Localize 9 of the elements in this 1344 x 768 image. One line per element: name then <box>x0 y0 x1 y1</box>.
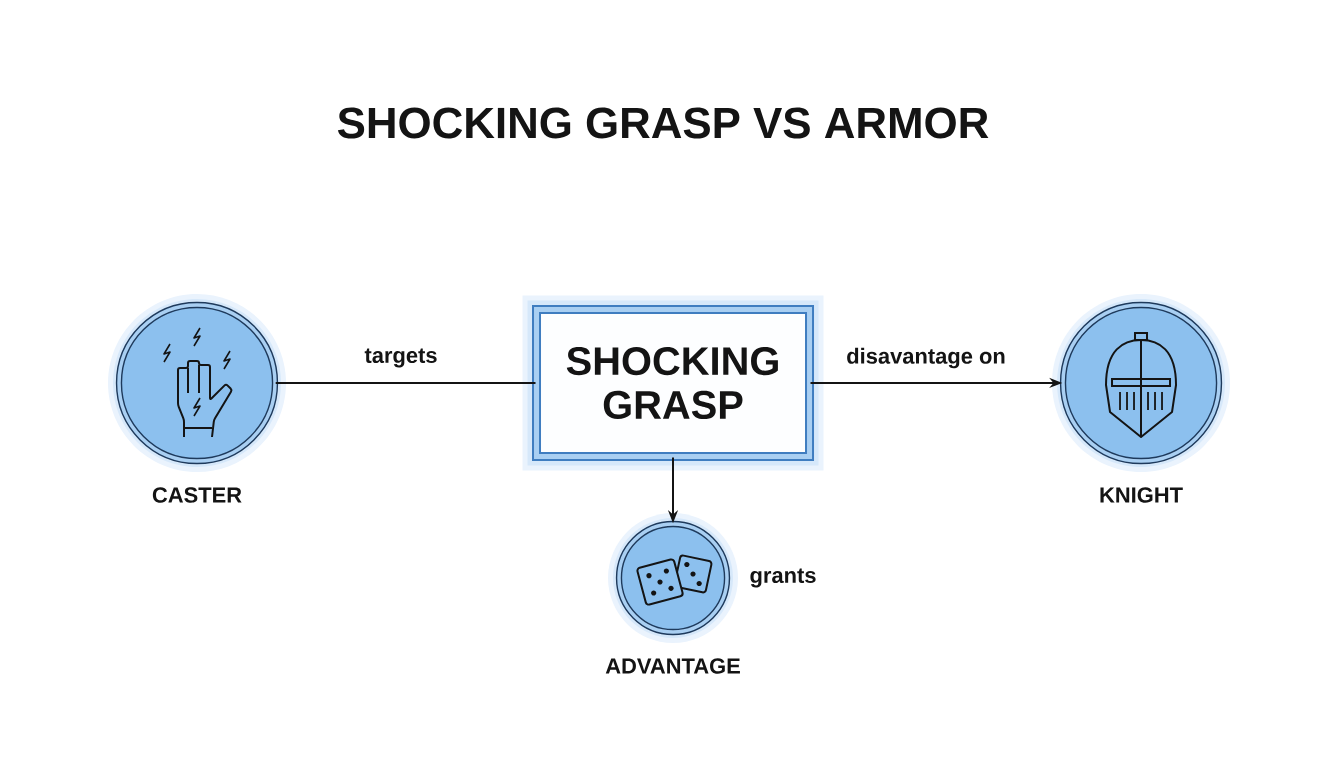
node-label: ADVANTAGE <box>605 658 740 674</box>
edge-label: targets <box>362 346 440 370</box>
title: SHOCKING GRASP VS ARMOR <box>337 107 989 139</box>
edge-label: disavantage on <box>844 345 1008 371</box>
connector-line <box>274 382 537 384</box>
edge-label: grants <box>747 566 819 590</box>
node-label: KNIGHT <box>1100 487 1183 503</box>
process-box: SHOCKING GRASP <box>522 295 824 471</box>
node-label: CASTER <box>152 487 242 503</box>
